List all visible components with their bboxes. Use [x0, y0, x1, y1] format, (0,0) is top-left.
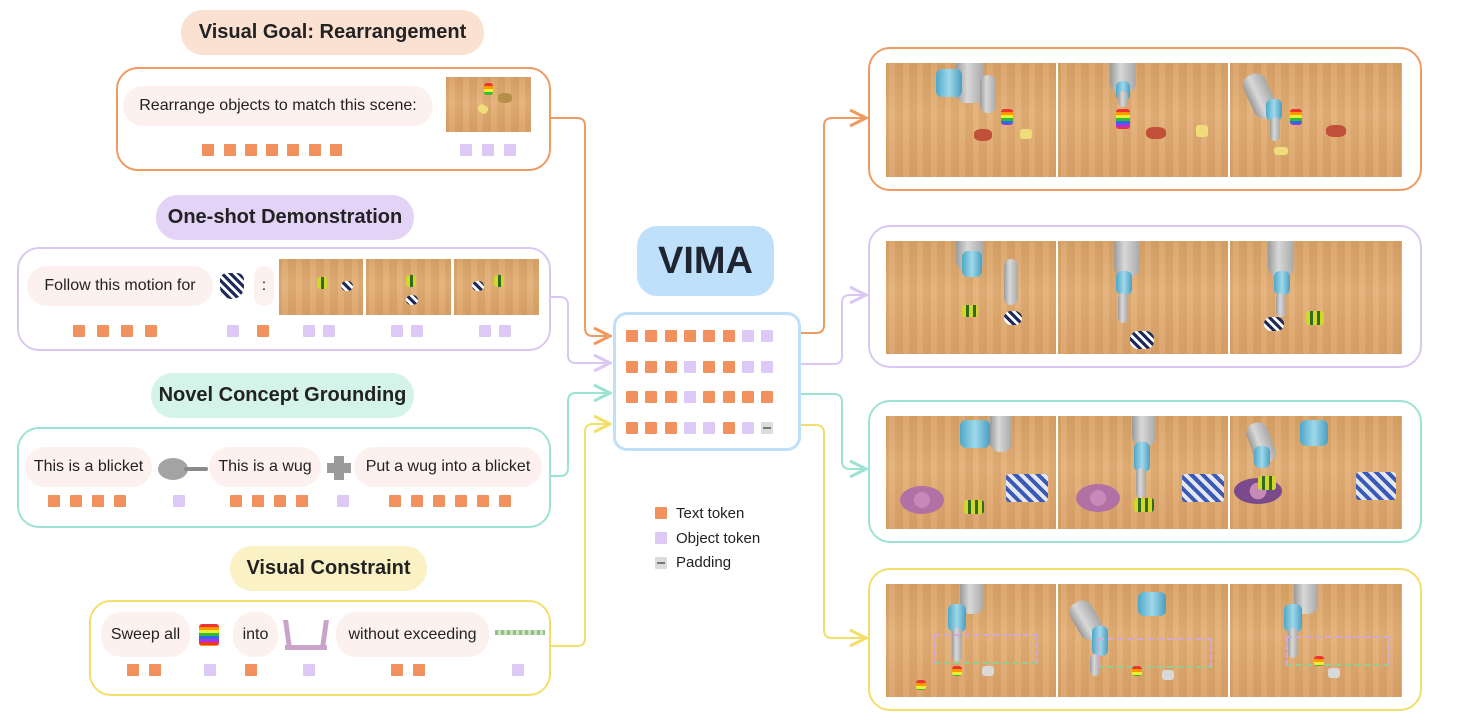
text-token	[664, 391, 677, 403]
text-token	[664, 360, 677, 373]
section-title-demonstration: One-shot Demonstration	[156, 195, 414, 240]
text-token	[664, 330, 677, 342]
prompt-text-blicket: This is a blicket	[25, 447, 152, 487]
prompt-text-follow: Follow this motion for	[27, 266, 213, 306]
output-frame	[886, 63, 1056, 177]
connector-out-4	[797, 424, 866, 638]
text-token	[722, 421, 735, 434]
text-token	[741, 391, 754, 403]
object-image-line-constraint	[495, 630, 545, 635]
object-token	[683, 360, 696, 373]
text-token	[703, 330, 716, 342]
vima-model-label: VIMA	[637, 226, 774, 296]
section-title-rearrangement: Visual Goal: Rearrangement	[181, 10, 484, 55]
legend-object-token: Object token	[676, 530, 761, 547]
connector-grounding	[549, 393, 610, 477]
output-frame	[1058, 416, 1228, 529]
output-frame	[1058, 63, 1228, 177]
text-token	[645, 391, 658, 403]
text-token	[722, 330, 735, 342]
output-panel-demonstration	[868, 225, 1422, 368]
object-image-pan	[158, 458, 208, 482]
text-token	[626, 421, 638, 434]
text-token	[626, 360, 638, 373]
text-token	[645, 421, 658, 434]
demo-frame-3	[454, 259, 539, 315]
object-token	[683, 391, 696, 403]
text-token	[703, 360, 716, 373]
prompt-text-rearrange: Rearrange objects to match this scene:	[123, 86, 433, 126]
legend: Text token Object token Padding	[655, 505, 815, 575]
text-token	[703, 391, 716, 403]
legend-text-token: Text token	[676, 505, 745, 522]
legend-swatch-padding	[655, 557, 667, 569]
output-panel-constraint	[868, 568, 1422, 711]
legend-swatch-object	[655, 532, 667, 544]
text-token	[626, 330, 638, 342]
object-token	[761, 360, 774, 373]
legend-padding: Padding	[676, 554, 732, 571]
text-token	[722, 360, 735, 373]
text-token	[645, 360, 658, 373]
object-image-rainbow-block	[199, 624, 219, 646]
goal-scene-image	[446, 77, 531, 132]
section-title-constraint: Visual Constraint	[230, 546, 427, 591]
text-token	[683, 330, 696, 342]
text-token	[722, 391, 735, 403]
legend-swatch-text	[655, 507, 667, 519]
output-frame	[1058, 241, 1228, 354]
connector-constraint	[549, 424, 610, 647]
prompt-text-put-wug: Put a wug into a blicket	[354, 447, 542, 487]
object-token	[741, 421, 754, 434]
object-token	[683, 421, 696, 434]
text-token	[645, 330, 658, 342]
text-token	[626, 391, 638, 403]
connector-demonstration	[549, 296, 610, 363]
output-frame	[1230, 584, 1402, 697]
output-frame	[886, 241, 1056, 354]
object-token	[741, 360, 754, 373]
text-token	[761, 391, 774, 403]
object-token	[761, 330, 774, 342]
object-image-cross	[327, 456, 351, 480]
output-panel-rearrangement	[868, 47, 1422, 191]
output-frame	[1058, 584, 1228, 697]
object-token	[741, 330, 754, 342]
output-frame	[1230, 241, 1402, 354]
output-frame	[886, 584, 1056, 697]
object-image-three-sided-rectangle	[283, 620, 329, 650]
connector-out-3	[797, 393, 866, 469]
object-image-stripe-heart	[220, 273, 244, 299]
prompt-text-exceeding: without exceeding	[336, 612, 489, 657]
demo-frame-1	[279, 259, 363, 315]
section-title-grounding: Novel Concept Grounding	[151, 373, 414, 418]
demo-frame-2	[366, 259, 451, 315]
prompt-text-colon: :	[254, 266, 274, 306]
output-frame	[886, 416, 1056, 529]
output-panel-grounding	[868, 400, 1422, 543]
prompt-text-into: into	[233, 612, 278, 657]
prompt-text-sweep: Sweep all	[101, 612, 190, 657]
connector-out-2	[797, 295, 866, 365]
output-frame	[1230, 63, 1402, 177]
connector-rearrangement	[549, 117, 610, 336]
padding-token	[761, 421, 774, 434]
output-frame	[1230, 416, 1402, 529]
connector-out-1	[797, 118, 866, 334]
prompt-text-wug: This is a wug	[209, 447, 321, 487]
object-token	[703, 421, 716, 434]
text-token	[664, 421, 677, 434]
